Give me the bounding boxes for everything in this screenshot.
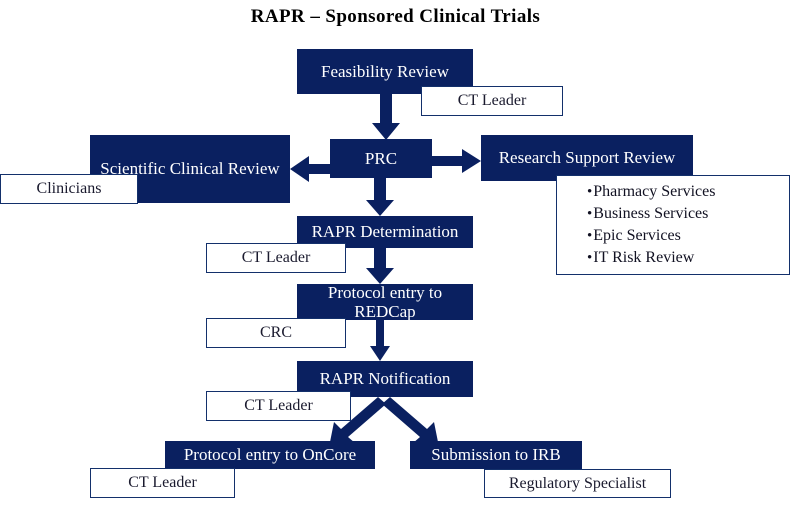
- list-item-epic-services: •Epic Services: [587, 225, 789, 247]
- bullet-glyph: •: [587, 184, 593, 200]
- node-research-support-review[interactable]: Research Support Review: [481, 135, 693, 181]
- list-item-epic-services-label: Epic Services: [593, 227, 681, 245]
- list-item-business-services: •Business Services: [587, 203, 789, 225]
- node-rapr-notification-label: RAPR Notification: [319, 369, 451, 389]
- arrow-determination-to-redcap: [366, 248, 394, 284]
- arrow-feasibility-to-prc: [372, 94, 400, 140]
- role-determination-ct-leader-label: CT Leader: [241, 249, 311, 266]
- node-submission-to-irb[interactable]: Submission to IRB: [410, 441, 582, 469]
- role-irb-regulatory-specialist-label: Regulatory Specialist: [508, 474, 647, 492]
- role-clinicians[interactable]: Clinicians: [0, 174, 138, 204]
- role-feasibility-ct-leader[interactable]: CT Leader: [421, 86, 563, 116]
- role-redcap-crc-label: CRC: [259, 324, 292, 341]
- bullet-glyph: •: [587, 206, 593, 223]
- node-protocol-entry-redcap-label: Protocol entry to REDCap: [327, 282, 443, 321]
- node-protocol-entry-oncore[interactable]: Protocol entry to OnCore: [165, 441, 375, 469]
- list-item-it-risk-review-label: IT Risk Review: [593, 249, 695, 267]
- node-scientific-clinical-review-label: Scientific Clinical Review: [100, 159, 280, 179]
- node-submission-to-irb-label: Submission to IRB: [431, 445, 561, 465]
- list-item-pharmacy-services: •Pharmacy Services: [587, 181, 789, 203]
- role-redcap-crc[interactable]: CRC: [206, 318, 346, 348]
- list-item-business-services-label: Business Services: [593, 205, 709, 223]
- role-irb-regulatory-specialist[interactable]: Regulatory Specialist: [484, 469, 671, 498]
- node-prc-label: PRC: [364, 148, 398, 168]
- list-item-pharmacy-services-label: Pharmacy Services: [593, 183, 716, 200]
- role-determination-ct-leader[interactable]: CT Leader: [206, 243, 346, 273]
- support-services-list: •Pharmacy Services •Business Services •E…: [556, 175, 790, 275]
- page-title: RAPR – Sponsored Clinical Trials: [250, 6, 541, 27]
- node-prc[interactable]: PRC: [330, 139, 432, 178]
- bullet-glyph: •: [587, 228, 593, 245]
- node-protocol-entry-redcap[interactable]: Protocol entry to REDCap: [297, 282, 473, 321]
- arrow-notification-to-irb: [382, 397, 439, 447]
- role-oncore-ct-leader-label: CT Leader: [128, 474, 197, 491]
- bullet-glyph: •: [587, 250, 593, 267]
- node-feasibility-review-label: Feasibility Review: [321, 61, 449, 81]
- node-research-support-review-label: Research Support Review: [498, 148, 676, 168]
- arrow-prc-to-support: [432, 149, 481, 173]
- role-notification-ct-leader[interactable]: CT Leader: [206, 391, 351, 421]
- node-protocol-entry-oncore-label: Protocol entry to OnCore: [183, 445, 357, 465]
- role-notification-ct-leader-label: CT Leader: [244, 397, 313, 414]
- role-clinicians-label: Clinicians: [36, 180, 102, 197]
- arrow-redcap-to-notification: [370, 320, 390, 361]
- node-rapr-determination-label: RAPR Determination: [311, 222, 459, 242]
- node-rapr-determination[interactable]: RAPR Determination: [297, 216, 473, 248]
- role-oncore-ct-leader[interactable]: CT Leader: [90, 468, 235, 498]
- role-feasibility-ct-leader-label: CT Leader: [457, 92, 527, 109]
- list-item-it-risk-review: •IT Risk Review: [587, 247, 789, 269]
- arrow-prc-to-determination: [366, 178, 394, 216]
